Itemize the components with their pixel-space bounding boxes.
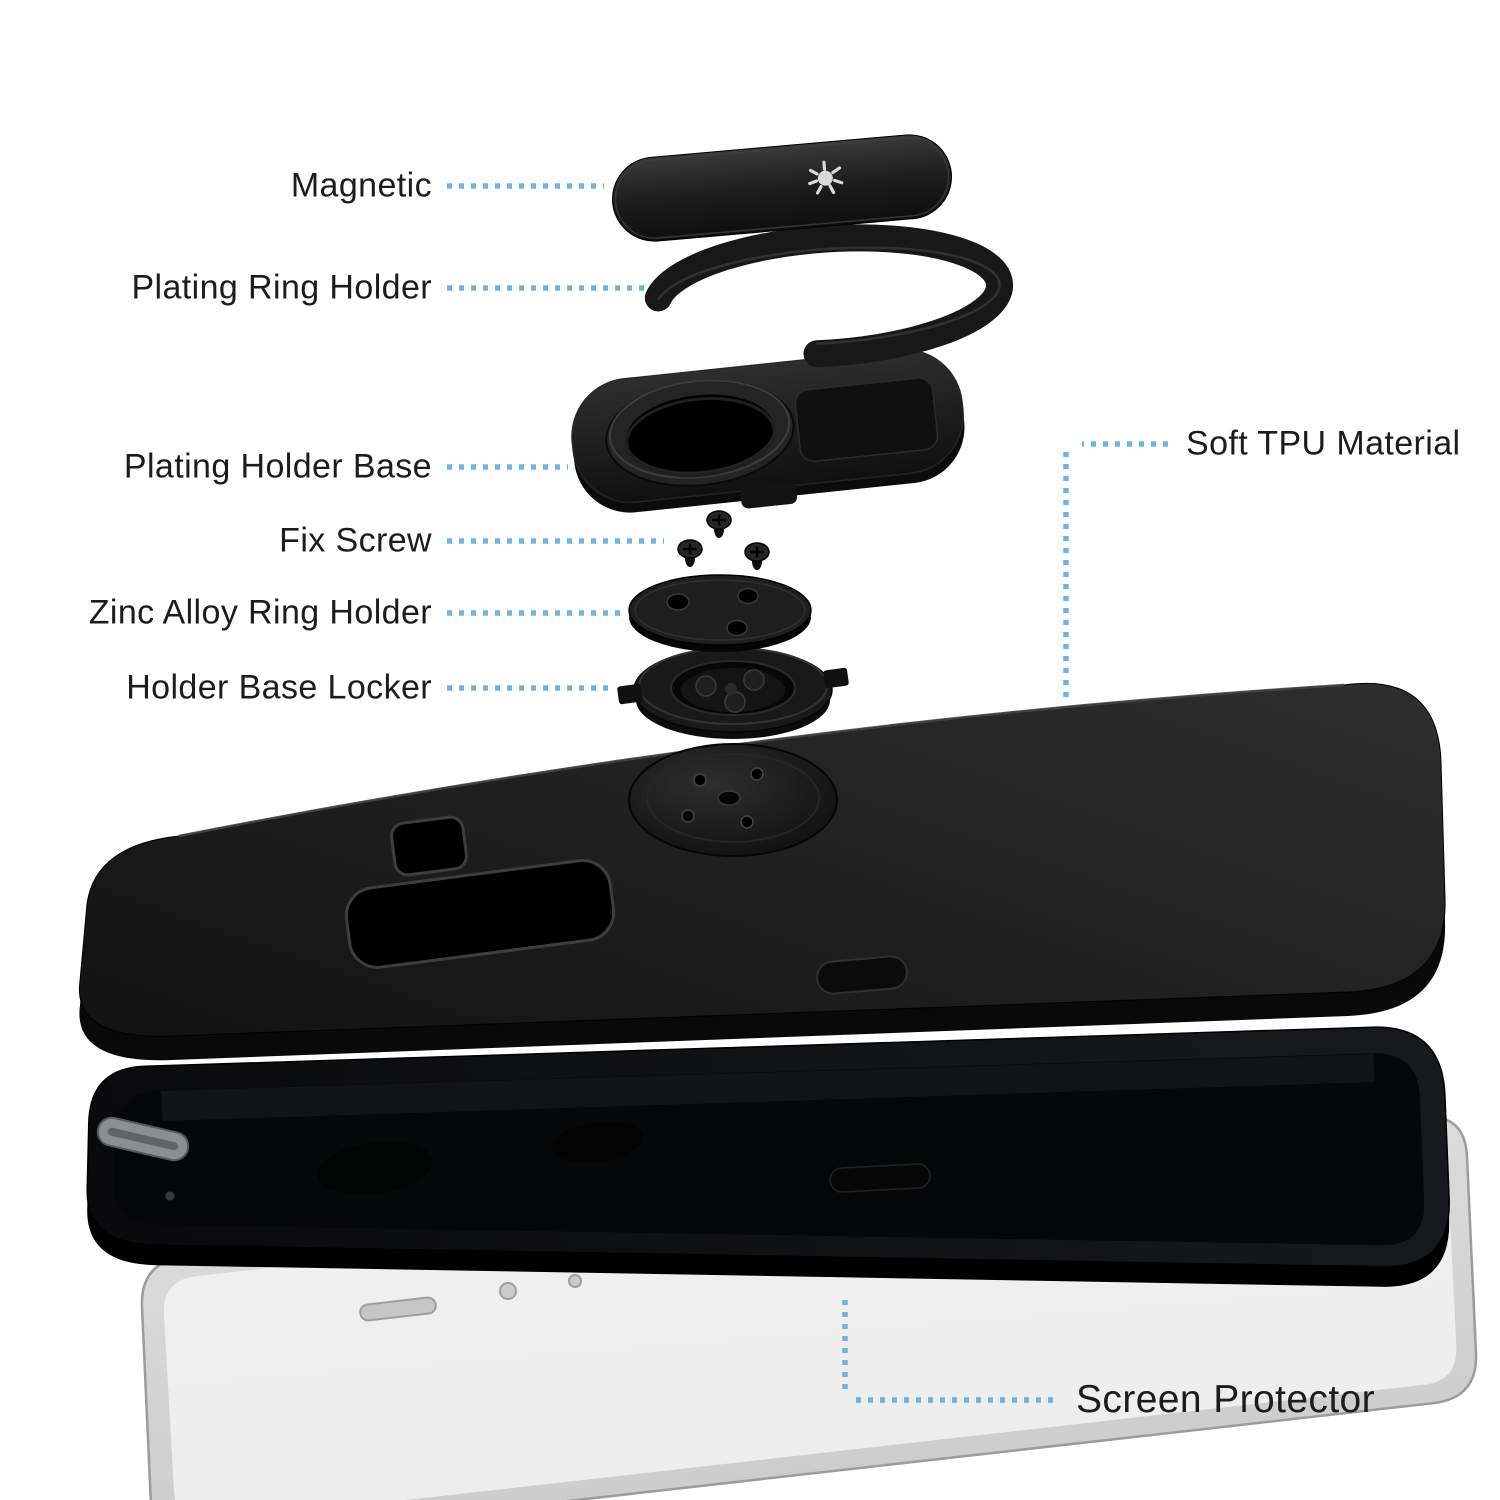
zinc-alloy-ring-holder-part — [628, 574, 812, 652]
plating-holder-base-part — [571, 348, 965, 513]
holder-base-locker-part — [617, 647, 849, 739]
camera-cutout — [344, 859, 616, 969]
brand-logo-icon — [808, 160, 844, 195]
fingerprint-cutout — [390, 815, 468, 877]
phone — [86, 1026, 1450, 1287]
label-zinc-alloy-ring-holder: Zinc Alloy Ring Holder — [88, 593, 432, 632]
label-plating-holder-base: Plating Holder Base — [123, 447, 432, 486]
ring-mount-disc — [628, 743, 838, 857]
screen-protector-cutouts — [359, 1274, 582, 1322]
phone-side-button — [829, 1163, 931, 1193]
plating-ring-holder-part — [644, 224, 1014, 368]
sim-tray — [96, 1116, 190, 1162]
label-plating-ring-holder: Plating Ring Holder — [131, 268, 432, 307]
label-magnetic: Magnetic — [290, 166, 432, 205]
case-side-button — [816, 955, 908, 995]
fix-screws — [677, 510, 770, 570]
label-fix-screw: Fix Screw — [279, 521, 432, 560]
leader-lines — [447, 183, 1168, 1403]
label-holder-base-locker: Holder Base Locker — [126, 668, 432, 707]
label-soft-tpu-material: Soft TPU Material — [1186, 424, 1461, 463]
label-screen-protector: Screen Protector — [1076, 1378, 1376, 1421]
mic-hole — [165, 1191, 175, 1201]
magnetic-plate — [611, 134, 953, 242]
case-back — [78, 682, 1446, 1061]
